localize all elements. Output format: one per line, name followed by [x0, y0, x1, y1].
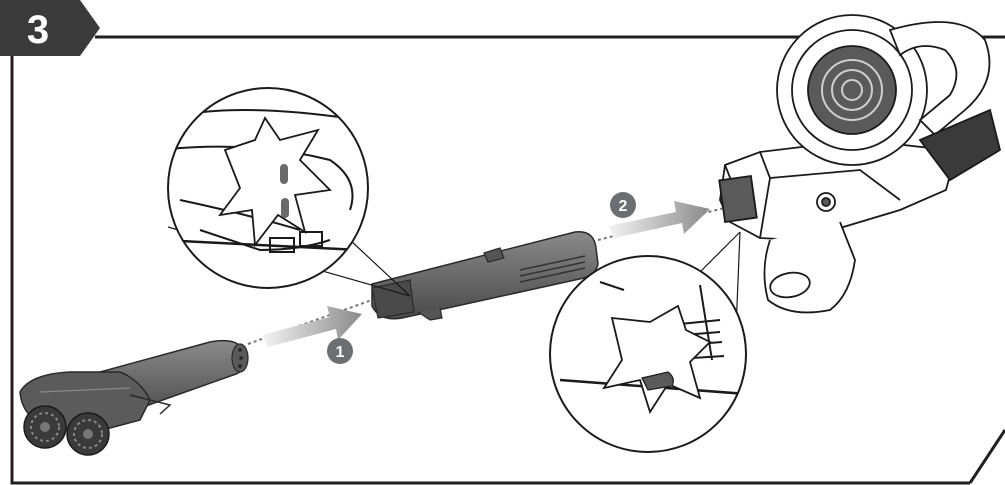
callout-badge-1: 1	[327, 338, 353, 364]
callout-label-1: 1	[336, 344, 345, 361]
nozzle-wheel-left	[24, 406, 66, 448]
magnifier-callout-icon	[160, 88, 410, 296]
step-number: 3	[27, 8, 49, 52]
step-badge: 3	[0, 0, 100, 56]
callout-badge-2: 2	[610, 192, 636, 218]
blower-unit-icon	[719, 15, 1000, 312]
nozzle-wheel-right	[67, 413, 109, 455]
callout-label-2: 2	[619, 198, 628, 215]
floor-nozzle-icon	[20, 341, 248, 455]
